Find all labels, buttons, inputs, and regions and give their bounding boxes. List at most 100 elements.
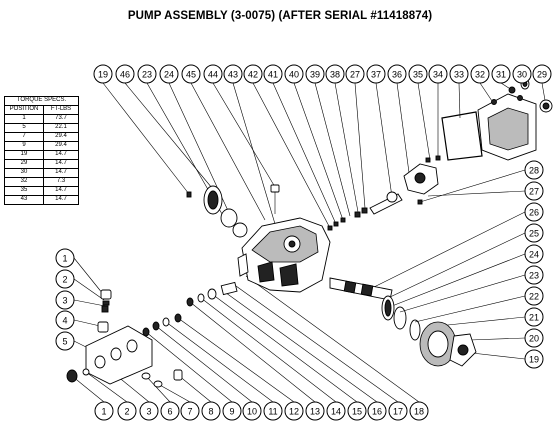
- callout-19: 19: [93, 64, 113, 84]
- callout-circle: [181, 64, 201, 84]
- callout-27: 27: [345, 64, 365, 84]
- callout-circle: [428, 64, 448, 84]
- callout-number: 44: [208, 70, 218, 80]
- callout-25: 25: [524, 223, 544, 243]
- callout-circle: [524, 328, 544, 348]
- callout-19: 19: [524, 349, 544, 369]
- leader-line: [334, 82, 359, 213]
- callout-number: 8: [208, 407, 213, 417]
- callout-number: 1: [62, 254, 67, 264]
- manifold-head: [85, 305, 153, 385]
- callout-circle: [223, 64, 243, 84]
- callout-circle: [524, 244, 544, 264]
- callout-circle: [180, 401, 200, 421]
- leader-line: [71, 375, 105, 403]
- callout-number: 2: [124, 407, 129, 417]
- callout-33: 33: [449, 64, 469, 84]
- leader-line: [211, 293, 358, 403]
- callout-31: 31: [491, 64, 511, 84]
- callout-number: 46: [120, 70, 130, 80]
- leader-line: [458, 82, 461, 119]
- callout-circle: [512, 64, 532, 84]
- callout-8: 8: [201, 401, 221, 421]
- callout-circle: [409, 401, 429, 421]
- callout-4: 4: [55, 310, 75, 330]
- leader-line: [354, 82, 366, 209]
- callout-circle: [470, 64, 490, 84]
- crankcase: [237, 217, 331, 293]
- callout-circle: [449, 64, 469, 84]
- callout-number: 10: [247, 407, 257, 417]
- callout-circle: [93, 64, 113, 84]
- callout-43: 43: [223, 64, 243, 84]
- callout-circle: [491, 64, 511, 84]
- right-bearings: [381, 295, 421, 341]
- callout-circle: [347, 401, 367, 421]
- callout-number: 3: [146, 407, 151, 417]
- callout-14: 14: [326, 401, 346, 421]
- leader-line: [437, 316, 526, 327]
- callout-2: 2: [117, 401, 137, 421]
- leader-line: [293, 82, 344, 221]
- callout-12: 12: [284, 401, 304, 421]
- callout-circle: [284, 64, 304, 84]
- inlet-fittings: [100, 289, 112, 306]
- callout-number: 27: [529, 187, 539, 197]
- callout-7: 7: [180, 401, 200, 421]
- callout-23: 23: [524, 265, 544, 285]
- callout-number: 21: [529, 313, 539, 323]
- leader-line: [190, 82, 266, 221]
- callout-3: 3: [55, 290, 75, 310]
- callout-number: 17: [393, 407, 403, 417]
- leader-line: [272, 82, 337, 225]
- callout-13: 13: [305, 401, 325, 421]
- leader-line: [375, 82, 393, 198]
- callout-number: 41: [268, 70, 278, 80]
- callout-2: 2: [55, 269, 75, 289]
- callout-number: 19: [529, 355, 539, 365]
- leader-line: [371, 211, 526, 289]
- callout-number: 16: [372, 407, 382, 417]
- callout-number: 9: [229, 407, 234, 417]
- leader-line: [177, 374, 212, 403]
- callout-46: 46: [115, 64, 135, 84]
- callout-circle: [387, 64, 407, 84]
- leader-line: [200, 297, 337, 403]
- leader-line: [235, 285, 399, 403]
- leader-line: [417, 82, 431, 161]
- callout-circle: [55, 269, 75, 289]
- torque-value: 14.7: [43, 195, 79, 205]
- leader-line: [427, 190, 526, 197]
- callout-24: 24: [524, 244, 544, 264]
- callout-circle: [203, 64, 223, 84]
- callout-circle: [524, 286, 544, 306]
- callout-number: 24: [529, 250, 539, 260]
- callout-circle: [524, 181, 544, 201]
- callout-circle: [242, 401, 262, 421]
- valve-parts: [66, 368, 183, 388]
- callout-39: 39: [305, 64, 325, 84]
- callout-34: 34: [428, 64, 448, 84]
- callout-circle: [345, 64, 365, 84]
- leader-line: [102, 82, 190, 195]
- callout-number: 28: [529, 166, 539, 176]
- callout-number: 14: [331, 407, 341, 417]
- callout-circle: [524, 265, 544, 285]
- callout-circle: [305, 401, 325, 421]
- callout-number: 39: [310, 70, 320, 80]
- callout-40: 40: [284, 64, 304, 84]
- dipstick: [270, 184, 280, 214]
- crankshaft: [329, 277, 393, 301]
- leader-line: [212, 82, 276, 188]
- callout-22: 22: [524, 286, 544, 306]
- side-cover-right: [419, 321, 477, 367]
- callout-circle: [325, 64, 345, 84]
- callout-number: 29: [537, 70, 547, 80]
- callout-11: 11: [263, 401, 283, 421]
- callout-number: 12: [289, 407, 299, 417]
- callout-circle: [524, 307, 544, 327]
- callout-circle: [117, 401, 137, 421]
